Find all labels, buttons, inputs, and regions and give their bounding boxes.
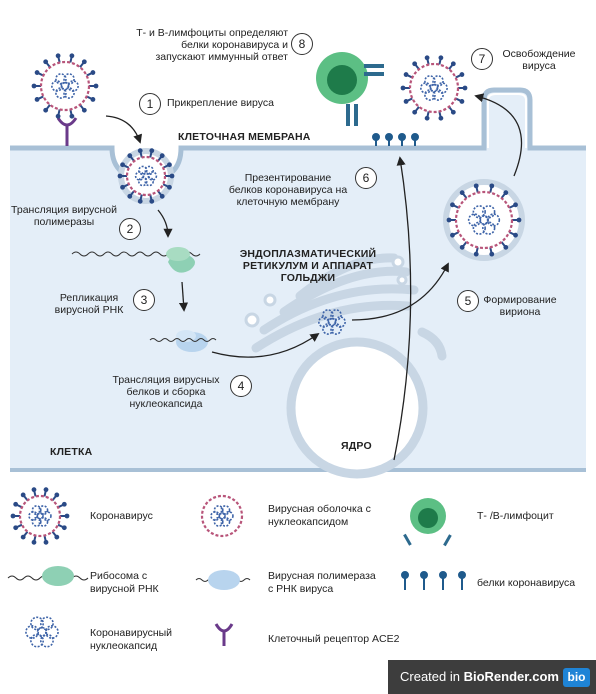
virus-endosome-inner bbox=[117, 148, 175, 204]
legend-viral-envelope-icon bbox=[200, 494, 244, 538]
step-2-text: Трансляция вирусной полимеразы bbox=[11, 204, 117, 228]
step-3-text: Репликация вирусной РНК bbox=[54, 292, 124, 316]
legend-spike-protein-icon bbox=[401, 571, 466, 590]
step-5-number: 5 bbox=[457, 290, 479, 312]
cell-label: КЛЕТКА bbox=[50, 446, 93, 458]
vesicles bbox=[244, 255, 408, 328]
step-1-number: 1 bbox=[139, 93, 161, 115]
legend-lymphocyte-label: Т- /В-лимфоцит bbox=[477, 510, 554, 522]
biorender-badge[interactable]: Created in BioRender.com bio bbox=[388, 660, 596, 694]
legend-ribosome-label: Рибосома с вирусной РНК bbox=[90, 570, 159, 595]
er-golgi-label: ЭНДОПЛАЗМАТИЧЕСКИЙ РЕТИКУЛУМ И АППАРАТ Г… bbox=[239, 248, 377, 284]
lymphocyte bbox=[316, 52, 384, 126]
membrane-label: КЛЕТОЧНАЯ МЕМБРАНА bbox=[178, 131, 311, 143]
badge-text: Created in BioRender.com bbox=[400, 669, 559, 684]
step-2-number: 2 bbox=[119, 218, 141, 240]
nucleus bbox=[286, 337, 428, 479]
biorender-logo: bio bbox=[563, 668, 590, 687]
step-3-number: 3 bbox=[133, 289, 155, 311]
step-6-text: Презентирование белков коронавируса на к… bbox=[228, 172, 348, 208]
step-7-text: Освобождение вируса bbox=[502, 48, 576, 72]
virus-endosome bbox=[117, 148, 175, 204]
nucleus-label: ЯДРО bbox=[341, 440, 372, 452]
step-5-text: Формирование вириона bbox=[483, 294, 557, 318]
legend-coronavirus-label: Коронавирус bbox=[90, 510, 153, 522]
step-4-number: 4 bbox=[230, 375, 252, 397]
step-7-number: 7 bbox=[471, 48, 493, 70]
legend-nucleocapsid-label: Коронавирусный нуклеокапсид bbox=[90, 627, 173, 652]
legend-coronavirus-icon bbox=[10, 487, 70, 545]
legend-polymerase-icon bbox=[208, 570, 240, 590]
flow-arrows bbox=[105, 93, 523, 461]
legend-polymerase-label: Вирусная полимераза с РНК вируса bbox=[268, 570, 376, 595]
legend-lymphocyte-icon bbox=[403, 498, 452, 547]
step-4-text: Трансляция вирусных белков и сборка нукл… bbox=[112, 374, 220, 410]
legend-ace2-label: Клеточный рецептор ACE2 bbox=[268, 633, 400, 645]
legend-ribosome-icon bbox=[42, 566, 74, 586]
legend-nucleocapsid-icon bbox=[25, 616, 59, 648]
step-8-number: 8 bbox=[291, 33, 313, 55]
legend-envelope-label: Вирусная оболочка с нуклеокапсидом bbox=[268, 503, 371, 528]
step-1-text: Прикрепление вируса bbox=[167, 97, 274, 109]
coronavirus-released bbox=[400, 55, 468, 121]
er-golgi bbox=[251, 253, 447, 361]
ace2-receptor bbox=[56, 117, 78, 146]
membrane-budding-channel bbox=[487, 93, 527, 148]
legend-spike-label: белки коронавируса bbox=[477, 577, 576, 589]
coronavirus-attaching bbox=[31, 53, 99, 119]
membrane-spike-proteins bbox=[372, 133, 419, 146]
virion-vesicle bbox=[443, 179, 525, 261]
virion-vesicle-inner bbox=[446, 183, 522, 257]
legend-ace2-receptor-icon bbox=[214, 623, 234, 646]
nucleocapsid-in-er bbox=[318, 309, 346, 335]
step-8-text: Т- и В-лимфоциты определяют белки корона… bbox=[136, 27, 288, 63]
step-6-number: 6 bbox=[355, 167, 377, 189]
